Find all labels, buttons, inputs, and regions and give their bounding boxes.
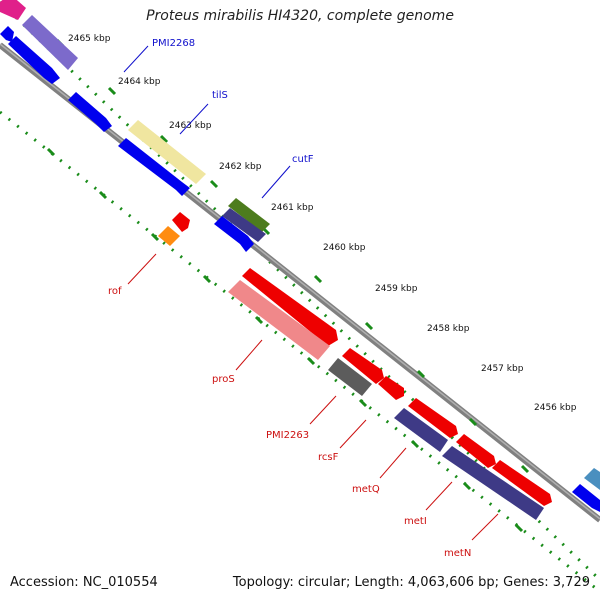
gene-label-pmi2268[interactable]: PMI2268 <box>152 38 195 49</box>
gene-feature[interactable] <box>222 208 266 242</box>
label-leader <box>379 447 407 479</box>
gene-feature[interactable] <box>442 446 544 520</box>
gene-feature[interactable] <box>0 0 26 20</box>
label-leader <box>425 481 453 511</box>
gene-feature[interactable] <box>0 26 14 42</box>
genome-summary-text: Topology: circular; Length: 4,063,606 bp… <box>232 575 590 590</box>
label-leader <box>471 513 499 541</box>
label-leader <box>235 339 263 371</box>
ruler-tick <box>468 417 478 427</box>
gene-feature[interactable] <box>342 348 384 384</box>
gene-label-tils[interactable]: tilS <box>212 90 228 101</box>
gene-feature[interactable] <box>118 138 190 196</box>
gene-feature[interactable] <box>228 280 330 360</box>
gene-feature[interactable] <box>128 120 206 184</box>
gene-feature[interactable] <box>408 398 458 438</box>
ruler-tick <box>306 356 316 366</box>
gene-label-cutf[interactable]: cutF <box>292 154 314 165</box>
inner-ruler <box>0 110 599 592</box>
scale-tick-label: 2460 kbp <box>323 243 366 253</box>
ruler-tick <box>462 481 472 491</box>
gene-feature[interactable] <box>242 268 338 346</box>
ruler-tick <box>416 369 426 379</box>
ruler-tick <box>107 86 117 96</box>
gene-feature[interactable] <box>394 408 448 452</box>
gene-label-meti[interactable]: metI <box>404 516 427 527</box>
ruler-tick <box>159 134 169 144</box>
ruler-tick <box>514 523 524 533</box>
gene-label-rcsf[interactable]: rcsF <box>318 452 339 463</box>
gene-feature[interactable] <box>68 92 112 132</box>
gene-feature[interactable] <box>8 36 60 84</box>
label-leader <box>123 45 149 73</box>
scale-tick-label: 2464 kbp <box>118 77 161 87</box>
map-title: Proteus mirabilis HI4320, complete genom… <box>146 8 454 24</box>
scale-tick-label: 2465 kbp <box>68 34 111 44</box>
ruler-tick <box>254 315 264 325</box>
label-leader <box>339 419 367 449</box>
label-leader <box>309 395 337 425</box>
gene-label-metn[interactable]: metN <box>444 548 471 559</box>
ruler-tick <box>202 274 212 284</box>
ruler-tick <box>410 439 420 449</box>
gene-feature[interactable] <box>172 212 190 232</box>
scale-tick-label: 2457 kbp <box>481 364 524 374</box>
gene-feature[interactable] <box>492 460 552 506</box>
ruler-tick <box>313 274 323 284</box>
accession-text: Accession: NC_010554 <box>10 575 158 590</box>
scale-tick-label: 2458 kbp <box>427 324 470 334</box>
ruler-tick <box>520 464 530 474</box>
scale-tick-label: 2462 kbp <box>219 162 262 172</box>
gene-feature[interactable] <box>456 434 496 468</box>
gene-feature[interactable] <box>584 468 600 490</box>
gene-label-pmi2263[interactable]: PMI2263 <box>266 430 309 441</box>
gene-label-pros[interactable]: proS <box>212 374 235 385</box>
ruler-tick <box>98 190 108 200</box>
gene-feature[interactable] <box>158 226 180 246</box>
gene-label-metq[interactable]: metQ <box>352 484 380 495</box>
gene-feature[interactable] <box>22 15 78 70</box>
gene-feature[interactable] <box>572 484 600 512</box>
scale-tick-label: 2459 kbp <box>375 284 418 294</box>
label-leader <box>179 103 209 135</box>
gene-feature[interactable] <box>328 358 372 396</box>
ruler-tick <box>364 321 374 331</box>
scale-tick-label: 2461 kbp <box>271 203 314 213</box>
ruler-tick <box>150 232 160 242</box>
gene-feature[interactable] <box>228 198 270 232</box>
label-leader <box>261 165 291 199</box>
gene-feature[interactable] <box>378 376 404 400</box>
ruler-tick <box>209 179 219 189</box>
scale-tick-label: 2463 kbp <box>169 121 212 131</box>
scale-tick-label: 2456 kbp <box>534 403 577 413</box>
ruler-tick <box>46 147 56 157</box>
gene-feature[interactable] <box>214 216 254 252</box>
label-leader <box>127 253 157 285</box>
gene-label-rof[interactable]: rof <box>108 286 122 297</box>
ruler-tick <box>358 398 368 408</box>
